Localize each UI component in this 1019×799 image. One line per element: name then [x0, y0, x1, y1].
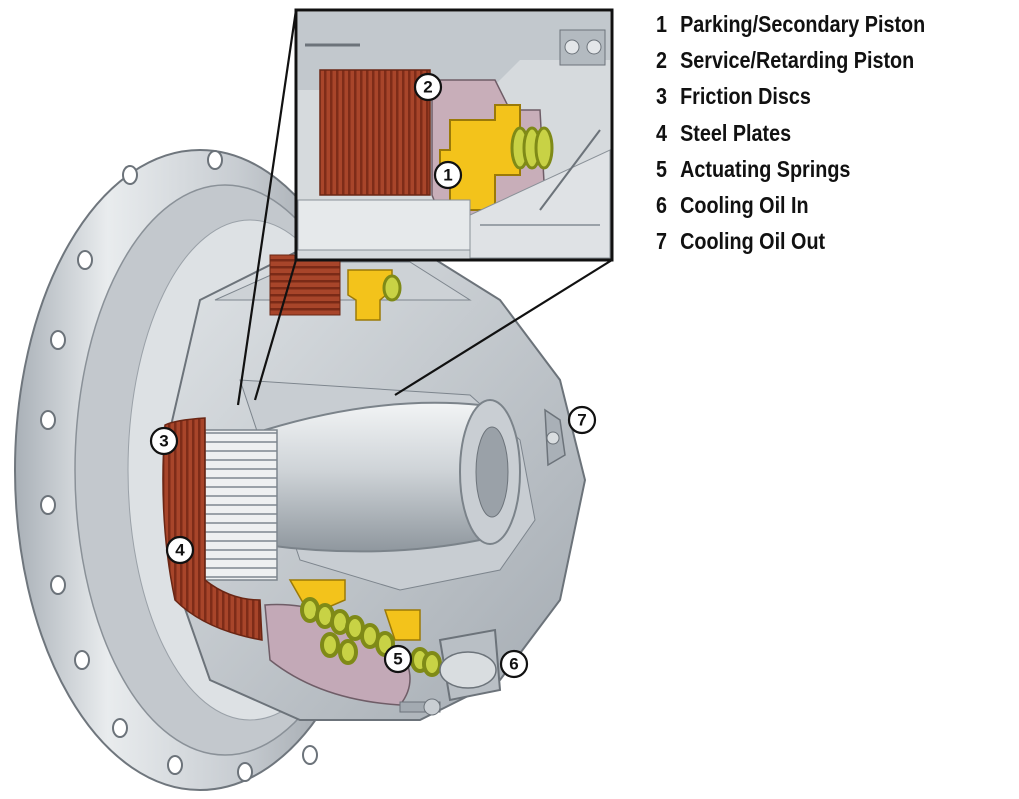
legend-label: Cooling Oil Out [680, 228, 826, 255]
flange-bolt-holes [40, 150, 318, 782]
upper-section-body [269, 254, 402, 321]
legend-label: Friction Discs [680, 83, 811, 110]
svg-text:7: 7 [577, 411, 586, 430]
cooling-oil-out-port [544, 408, 566, 467]
legend-number: 7 [656, 228, 668, 255]
svg-text:2: 2 [423, 78, 432, 97]
legend-number: 2 [656, 47, 668, 74]
callout-5: 5 [383, 644, 413, 674]
legend-label: Actuating Springs [680, 155, 851, 182]
callout-2: 2 [413, 72, 443, 102]
legend-item: 7 Cooling Oil Out [656, 223, 925, 259]
svg-text:6: 6 [509, 655, 518, 674]
svg-text:1: 1 [443, 166, 452, 185]
steel-plates [204, 429, 278, 581]
actuating-springs [300, 597, 442, 677]
legend-label: Steel Plates [680, 119, 792, 146]
parts-legend: 1 Parking/Secondary Piston 2 Service/Retar… [656, 6, 969, 259]
legend-item: 2 Service/Retarding Piston [656, 42, 925, 78]
brake-shaft [264, 399, 521, 553]
callout-4: 4 [165, 535, 195, 565]
callout-7: 7 [567, 405, 597, 435]
legend-item: 1 Parking/Secondary Piston [656, 6, 925, 42]
callout-6: 6 [499, 649, 529, 679]
legend-item: 3 Friction Discs [656, 78, 925, 114]
legend-item: 5 Actuating Springs [656, 151, 925, 187]
legend-label: Parking/Secondary Piston [680, 11, 926, 37]
legend-label: Service/Retarding Piston [680, 47, 915, 74]
cooling-oil-in-port [438, 628, 502, 702]
lower-yellow-pistons [288, 579, 421, 641]
legend-number: 3 [656, 83, 668, 110]
bottom-bolt [399, 698, 441, 716]
legend-label: Cooling Oil In [680, 192, 809, 219]
friction-disc-stack [162, 417, 263, 641]
detail-inset [294, 8, 614, 262]
legend-item: 4 Steel Plates [656, 115, 925, 151]
legend-item: 6 Cooling Oil In [656, 187, 925, 223]
callout-1: 1 [433, 160, 463, 190]
svg-text:4: 4 [175, 541, 185, 560]
legend-number: 1 [656, 11, 668, 37]
svg-text:5: 5 [393, 650, 402, 669]
legend-number: 4 [656, 119, 668, 146]
legend-number: 6 [656, 192, 668, 219]
callout-3: 3 [149, 426, 179, 456]
zoom-lines [236, 9, 613, 406]
svg-text:3: 3 [159, 432, 168, 451]
legend-number: 5 [656, 155, 668, 182]
